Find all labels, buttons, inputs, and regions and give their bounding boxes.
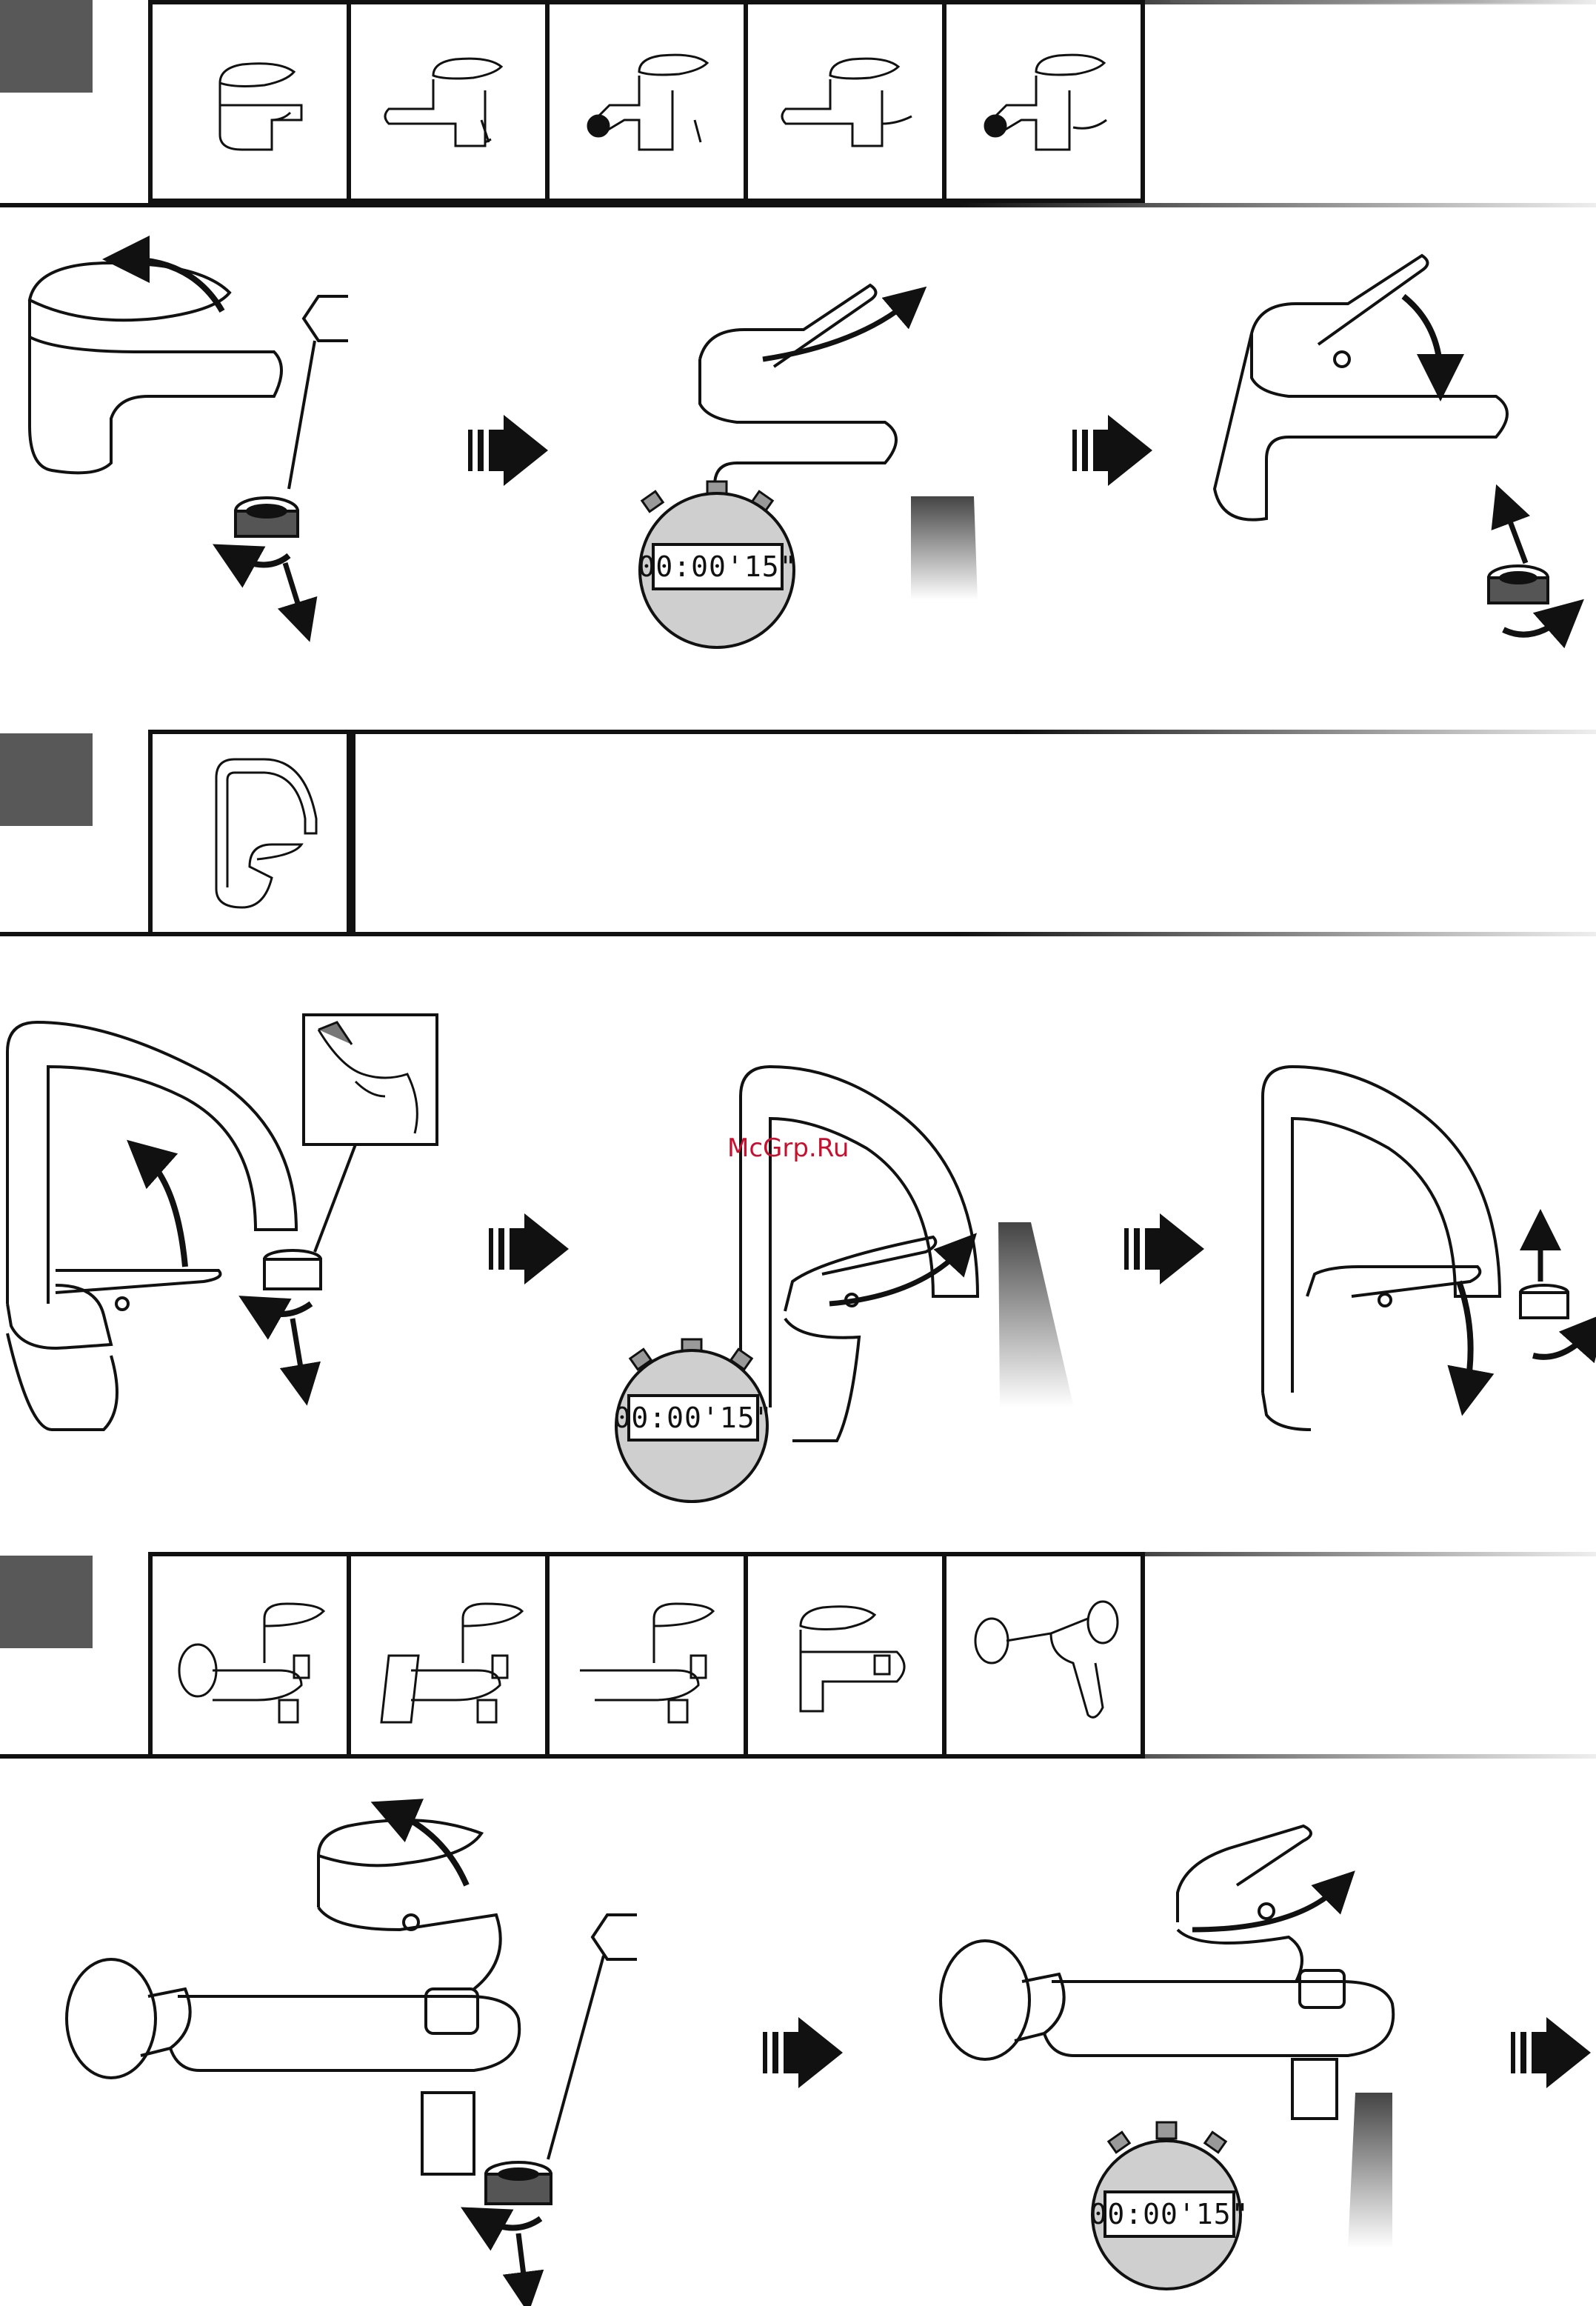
basin-mixer-lever-icon (771, 39, 919, 164)
section-1-top-rule-tail (1170, 0, 1596, 3)
section-3-marker (0, 1556, 93, 1648)
aerator-down-arrow (518, 2233, 526, 2293)
kitchen-mixer-icon (176, 744, 324, 922)
basin-mixer-icon (176, 39, 324, 164)
wrench-outline (592, 1915, 637, 1959)
product-cell-kitchen-mixer (148, 730, 351, 936)
section-1-marker (0, 0, 93, 93)
stopwatch-display-3: 00:00'15" (1103, 2190, 1235, 2238)
product-cell-bidet-mixer-lever (942, 0, 1145, 203)
product-cell-bath-mixer-rim (347, 1552, 550, 1759)
basin-faucet-remove-aerator (30, 263, 281, 473)
basin-faucet-refit-aerator (1215, 256, 1507, 520)
product-cell-bath-mixer-compact (545, 1552, 748, 1759)
bath-mixer-wall-icon (168, 1582, 331, 1730)
aerator-unscrew-arrow (233, 556, 289, 565)
bath-faucet-remove-aerator (67, 1820, 519, 2174)
bidet-mixer-lever-icon (969, 39, 1118, 164)
shower-mixer-wall-icon (962, 1582, 1125, 1730)
water-stream (998, 1222, 1074, 1407)
lever-lift-arrow (126, 259, 222, 311)
section-3-illustration (0, 1774, 1596, 2306)
aerator-down-arrow (293, 1319, 304, 1385)
triple-bar-right-arrow (468, 415, 548, 486)
aerator-down-arrow (285, 563, 304, 622)
kitchen-faucet-remove-aerator (7, 1022, 296, 1430)
kitchen-faucet-refit-aerator (1263, 1067, 1500, 1430)
wrench-leader (289, 341, 315, 489)
basin-mixer-popup-icon (374, 39, 522, 164)
triple-bar-right-arrow (489, 1213, 569, 1284)
wrench-leader (548, 1956, 604, 2159)
section-2-product-cells (148, 730, 347, 936)
aerator-screw-arrow (1503, 615, 1566, 635)
aerator-screw-arrow (1533, 1330, 1592, 1357)
bath-faucet-flush (941, 1826, 1393, 2119)
aerator-icon (236, 498, 298, 536)
section-1-bottom-rule (0, 203, 1596, 207)
stopwatch-display-2: 00:00'15" (627, 1394, 759, 1442)
section-2-marker (0, 733, 93, 826)
product-cell-bidet-mixer (545, 0, 748, 203)
product-cell-shower-mixer-wall (942, 1552, 1145, 1759)
product-cell-bath-mixer-deck (744, 1552, 946, 1759)
section-2-top-rule (148, 730, 1596, 734)
hand-leader (315, 1144, 355, 1252)
lever-close-arrow (1459, 1282, 1471, 1393)
section-2-illustration (0, 993, 1596, 1511)
kitchen-faucet-flush (741, 1067, 978, 1441)
aerator-icon (1520, 1285, 1568, 1318)
product-cell-basin-mixer-popup (347, 0, 550, 203)
section-2-header-frame-right (351, 730, 355, 936)
section-1-product-cells (148, 0, 1141, 203)
triple-bar-right-arrow (1124, 1213, 1204, 1284)
water-stream (911, 496, 978, 600)
lever-rotate-arrow (1192, 1885, 1340, 1930)
section-1-illustration (0, 215, 1596, 689)
aerator-icon (1489, 566, 1548, 603)
bath-mixer-rim-icon (367, 1582, 530, 1730)
aerator-icon (264, 1250, 321, 1289)
lever-lift-arrow (144, 1156, 185, 1267)
stopwatch-display-1: 00:00'15" (652, 543, 784, 590)
bath-mixer-compact-icon (565, 1582, 728, 1730)
lever-close-arrow (1403, 296, 1440, 378)
aerator-unscrew-arrow (481, 2219, 541, 2228)
aerator-up-arrow (1503, 504, 1526, 563)
product-cell-basin-mixer-lever (744, 0, 946, 203)
wrench-outline (304, 296, 348, 341)
watermark: McGrp.Ru (727, 1133, 849, 1163)
product-cell-bath-mixer-wall (148, 1552, 351, 1759)
triple-bar-right-arrow (763, 2017, 843, 2088)
aerator-icon (486, 2162, 551, 2204)
water-stream (1348, 2093, 1392, 2248)
triple-bar-right-arrow (1072, 415, 1152, 486)
product-cell-basin-mixer (148, 0, 351, 203)
bath-mixer-deck-icon (764, 1582, 926, 1730)
aerator-unscrew-arrow (259, 1304, 311, 1314)
section-3-product-cells (148, 1552, 1141, 1759)
triple-bar-right-arrow (1511, 2017, 1591, 2088)
bidet-mixer-icon (572, 39, 721, 164)
